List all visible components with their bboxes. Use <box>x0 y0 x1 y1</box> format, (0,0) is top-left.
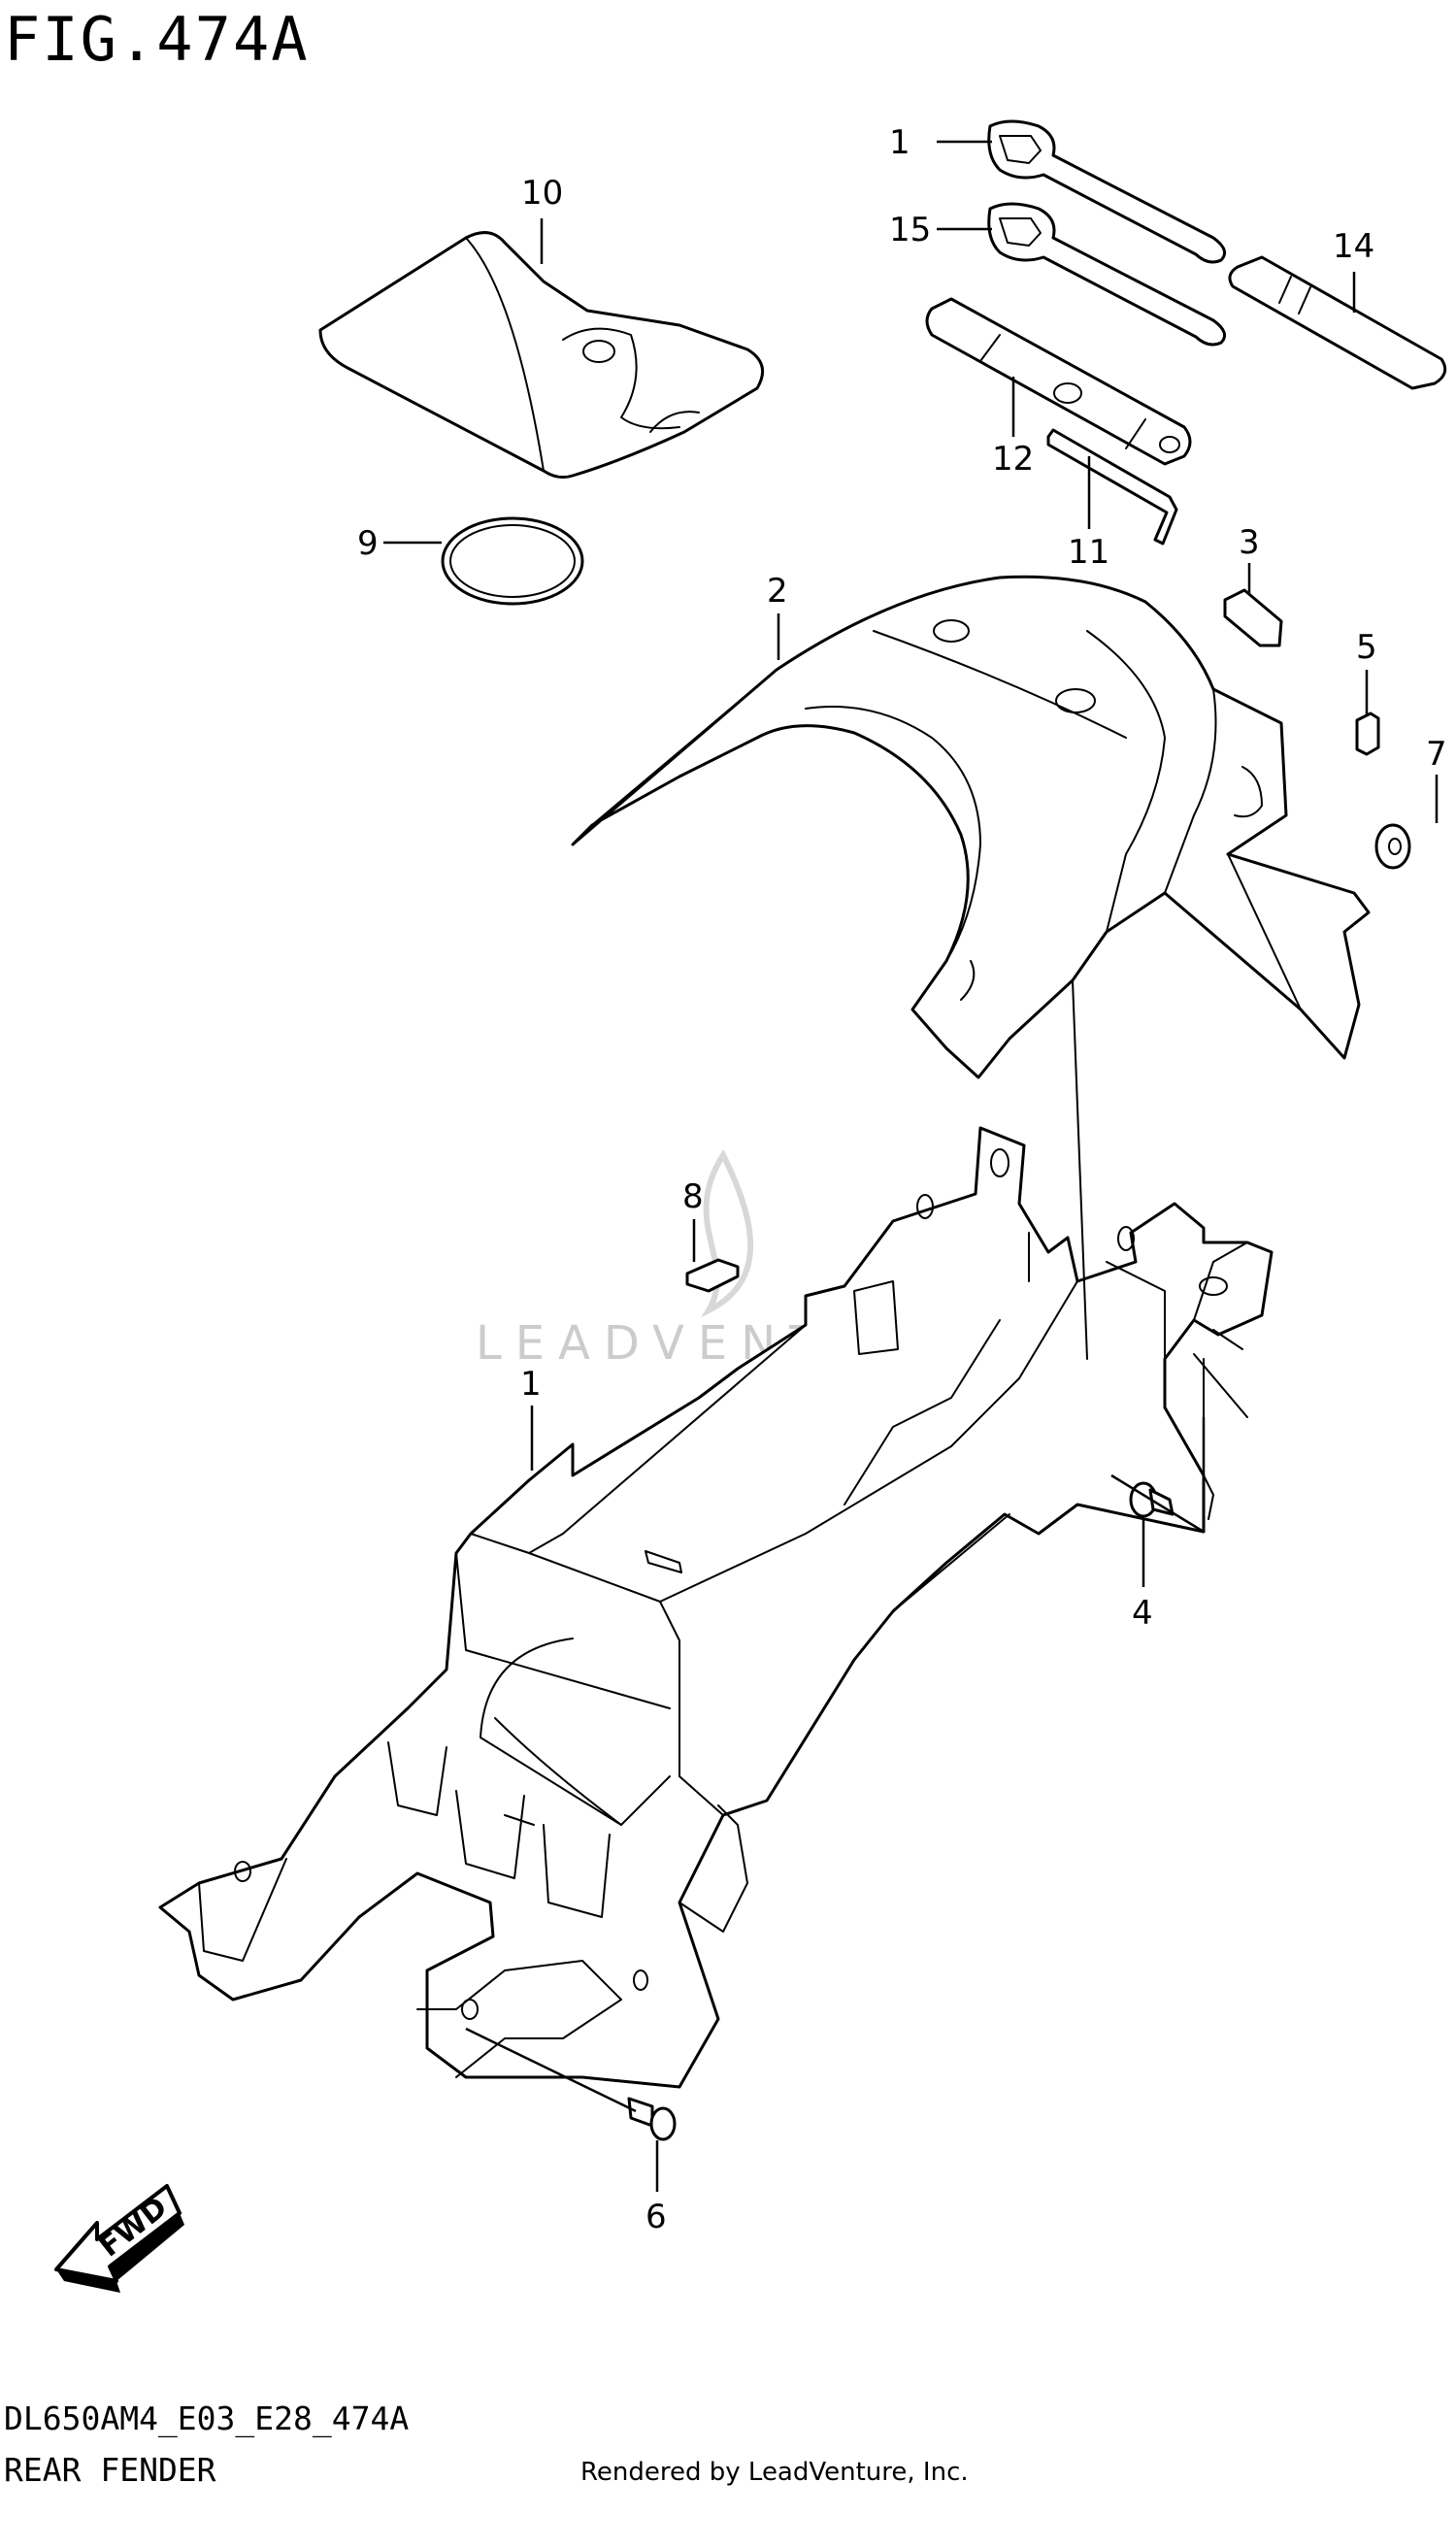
figure-name: REAR FENDER <box>4 2451 216 2489</box>
callout-number: 14 <box>1333 227 1374 266</box>
part-rear-fender <box>158 979 1274 2089</box>
assembly-lines <box>465 1417 1206 2113</box>
credit-text: Rendered by LeadVenture, Inc. <box>580 2458 969 2487</box>
part-seat-tail-cover <box>571 575 1371 1079</box>
callout-3: 3 <box>1239 523 1260 594</box>
callout-11: 11 <box>1068 456 1109 572</box>
callout-number: 9 <box>357 524 379 563</box>
callout-number: 8 <box>682 1177 704 1216</box>
callout-number: 10 <box>521 174 563 213</box>
callout-12: 12 <box>992 377 1034 479</box>
callout-number: 12 <box>992 440 1034 479</box>
part-wrench-13 <box>987 119 1227 264</box>
part-bolt-6 <box>627 2097 677 2141</box>
callout-15: 15 <box>889 211 992 249</box>
figure-title: FIG.474A <box>4 4 310 75</box>
callout-number: 5 <box>1356 628 1377 667</box>
part-band <box>441 516 584 606</box>
part-hex-wrench <box>1046 428 1178 546</box>
part-wrench-15 <box>987 202 1227 347</box>
callout-number: 7 <box>1426 735 1447 774</box>
part-washer <box>1374 823 1411 870</box>
callout-9: 9 <box>357 524 442 563</box>
callout-13: 1 <box>889 123 992 162</box>
part-box-spanner <box>925 297 1192 466</box>
callout-number: 15 <box>889 211 931 249</box>
callout-2: 2 <box>767 572 788 660</box>
part-handle <box>1228 255 1447 390</box>
part-label <box>1223 588 1283 647</box>
callout-number: 6 <box>645 2198 667 2236</box>
callout-number: 4 <box>1132 1594 1153 1633</box>
callout-number: 3 <box>1239 523 1260 562</box>
model-code: DL650AM4_E03_E28_474A <box>4 2399 410 2437</box>
callout-8: 8 <box>682 1177 704 1262</box>
callout-number: 2 <box>767 572 788 611</box>
callout-7: 7 <box>1426 735 1447 823</box>
callout-10: 10 <box>521 174 563 264</box>
part-clip <box>1355 711 1380 756</box>
fwd-arrow-icon: FWD <box>54 2184 184 2293</box>
callout-14: 14 <box>1333 227 1374 313</box>
callout-number: 1 <box>520 1365 542 1404</box>
watermark-flame-icon <box>701 1148 754 1318</box>
part-tool-bag <box>318 231 765 480</box>
part-clamp <box>685 1258 740 1293</box>
callout-5: 5 <box>1356 628 1377 714</box>
callout-6: 6 <box>645 2140 667 2236</box>
callout-4: 4 <box>1132 1519 1153 1633</box>
callout-number: 1 <box>889 123 910 162</box>
callout-number: 11 <box>1068 533 1109 572</box>
callout-1: 1 <box>520 1365 542 1471</box>
